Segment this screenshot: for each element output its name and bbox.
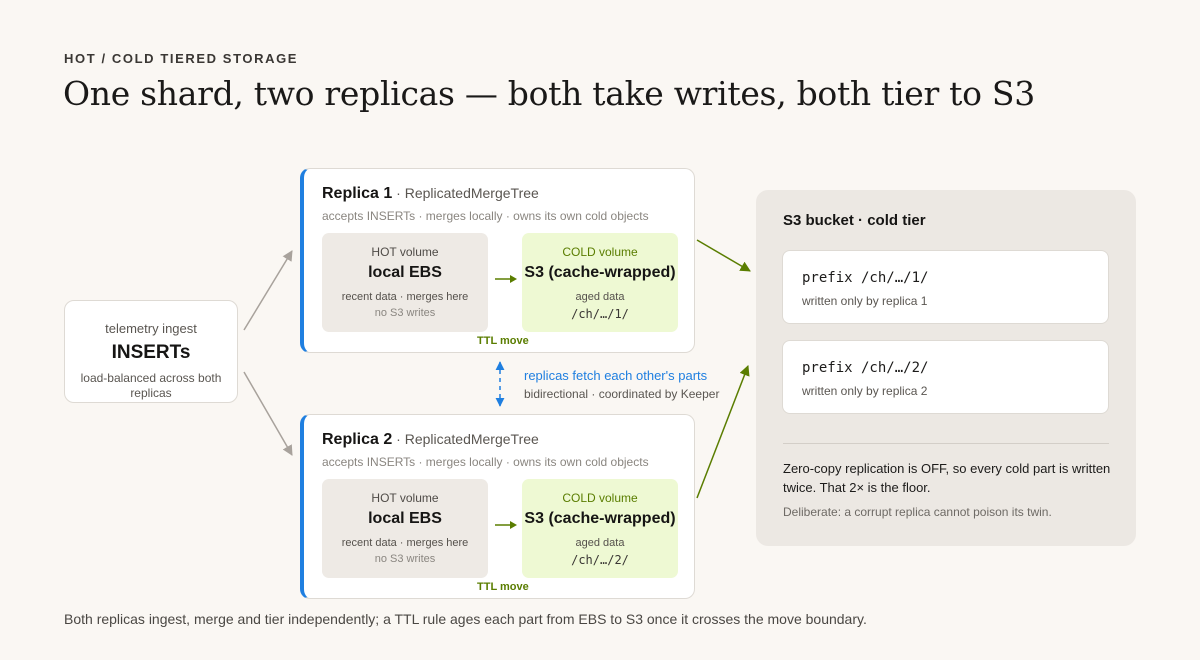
replica-2-hot-volume: HOT volume local EBS recent data · merge… [322, 479, 488, 578]
ttl-move-label: TTL move [477, 335, 529, 347]
prefix-code: prefix /ch/…/1/ [802, 270, 929, 286]
hot-volume-line1: recent data · merges here [341, 537, 469, 549]
hot-volume-line2: no S3 writes [374, 553, 436, 565]
prefix-note: written only by replica 2 [802, 384, 928, 398]
prefix-code: prefix /ch/…/2/ [802, 360, 929, 376]
prefix-card-2: prefix /ch/…/2/ written only by replica … [782, 340, 1109, 414]
replica-2-cold-volume: COLD volume S3 (cache-wrapped) aged data… [522, 479, 678, 578]
hot-volume-caption: HOT volume [371, 491, 439, 505]
prefix-card-1: prefix /ch/…/1/ written only by replica … [782, 250, 1109, 324]
replica-2-description: accepts INSERTs · merges locally · owns … [322, 455, 649, 469]
ingest-node: telemetry ingest INSERTs load-balanced a… [64, 300, 238, 403]
ingest-title: INSERTs [111, 342, 191, 363]
replica-2-card: Replica 2 · ReplicatedMergeTree accepts … [300, 414, 695, 599]
ingest-to-replica-1-arrow [243, 250, 293, 331]
cold-volume-caption: COLD volume [562, 245, 638, 259]
hot-volume-name: local EBS [368, 510, 442, 527]
page-title: One shard, two replicas — both take writ… [63, 74, 1035, 113]
cold-volume-path: /ch/…/2/ [571, 553, 629, 567]
bucket-title: S3 bucket · cold tier [783, 212, 926, 229]
cold-volume-name: S3 (cache-wrapped) [524, 510, 676, 527]
replica-1-engine: · ReplicatedMergeTree [392, 185, 539, 201]
cold-volume-caption: COLD volume [562, 491, 638, 505]
cold-volume-line1: aged data [575, 291, 625, 303]
prefix-note: written only by replica 1 [802, 294, 928, 308]
figure-caption: Both replicas ingest, merge and tier ind… [64, 611, 867, 627]
replica-1-name: Replica 1 [322, 185, 393, 202]
ingest-subtitle: load-balanced across both replicas [80, 371, 222, 400]
replica-1-to-bucket-arrow [696, 239, 751, 272]
ttl-move-label: TTL move [477, 581, 529, 593]
bucket-divider [783, 443, 1109, 444]
ingest-to-replica-2-arrow [243, 371, 293, 456]
ingest-caption: telemetry ingest [105, 321, 197, 336]
hot-volume-line1: recent data · merges here [341, 291, 469, 303]
hot-volume-caption: HOT volume [371, 245, 439, 259]
replica-1-title: Replica 1 · ReplicatedMergeTree [322, 185, 539, 203]
replica-1-cold-volume: COLD volume S3 (cache-wrapped) aged data… [522, 233, 678, 332]
replica-2-title: Replica 2 · ReplicatedMergeTree [322, 431, 539, 449]
replica-1-hot-volume: HOT volume local EBS recent data · merge… [322, 233, 488, 332]
replica-2-to-bucket-arrow [696, 365, 750, 499]
fetch-subtitle: bidirectional · coordinated by Keeper [524, 387, 720, 401]
bucket-footnote: Deliberate: a corrupt replica cannot poi… [783, 505, 1052, 519]
replica-1-card: Replica 1 · ReplicatedMergeTree accepts … [300, 168, 695, 353]
replica-2-name: Replica 2 [322, 431, 393, 448]
replica-1-description: accepts INSERTs · merges locally · owns … [322, 209, 649, 223]
replica-2-engine: · ReplicatedMergeTree [392, 431, 539, 447]
cold-volume-path: /ch/…/1/ [571, 307, 629, 321]
cold-volume-name: S3 (cache-wrapped) [524, 264, 676, 281]
fetch-title: replicas fetch each other's parts [524, 368, 708, 383]
bucket-note: Zero-copy replication is OFF, so every c… [783, 461, 1111, 495]
eyebrow: HOT / COLD TIERED STORAGE [64, 51, 299, 66]
hot-volume-name: local EBS [368, 264, 442, 281]
ttl-move-arrow-icon [495, 275, 517, 283]
s3-bucket-panel: S3 bucket · cold tier prefix /ch/…/1/ wr… [756, 190, 1136, 546]
cold-volume-line1: aged data [575, 537, 625, 549]
ttl-move-arrow-icon [495, 521, 517, 529]
hot-volume-line2: no S3 writes [374, 307, 436, 319]
